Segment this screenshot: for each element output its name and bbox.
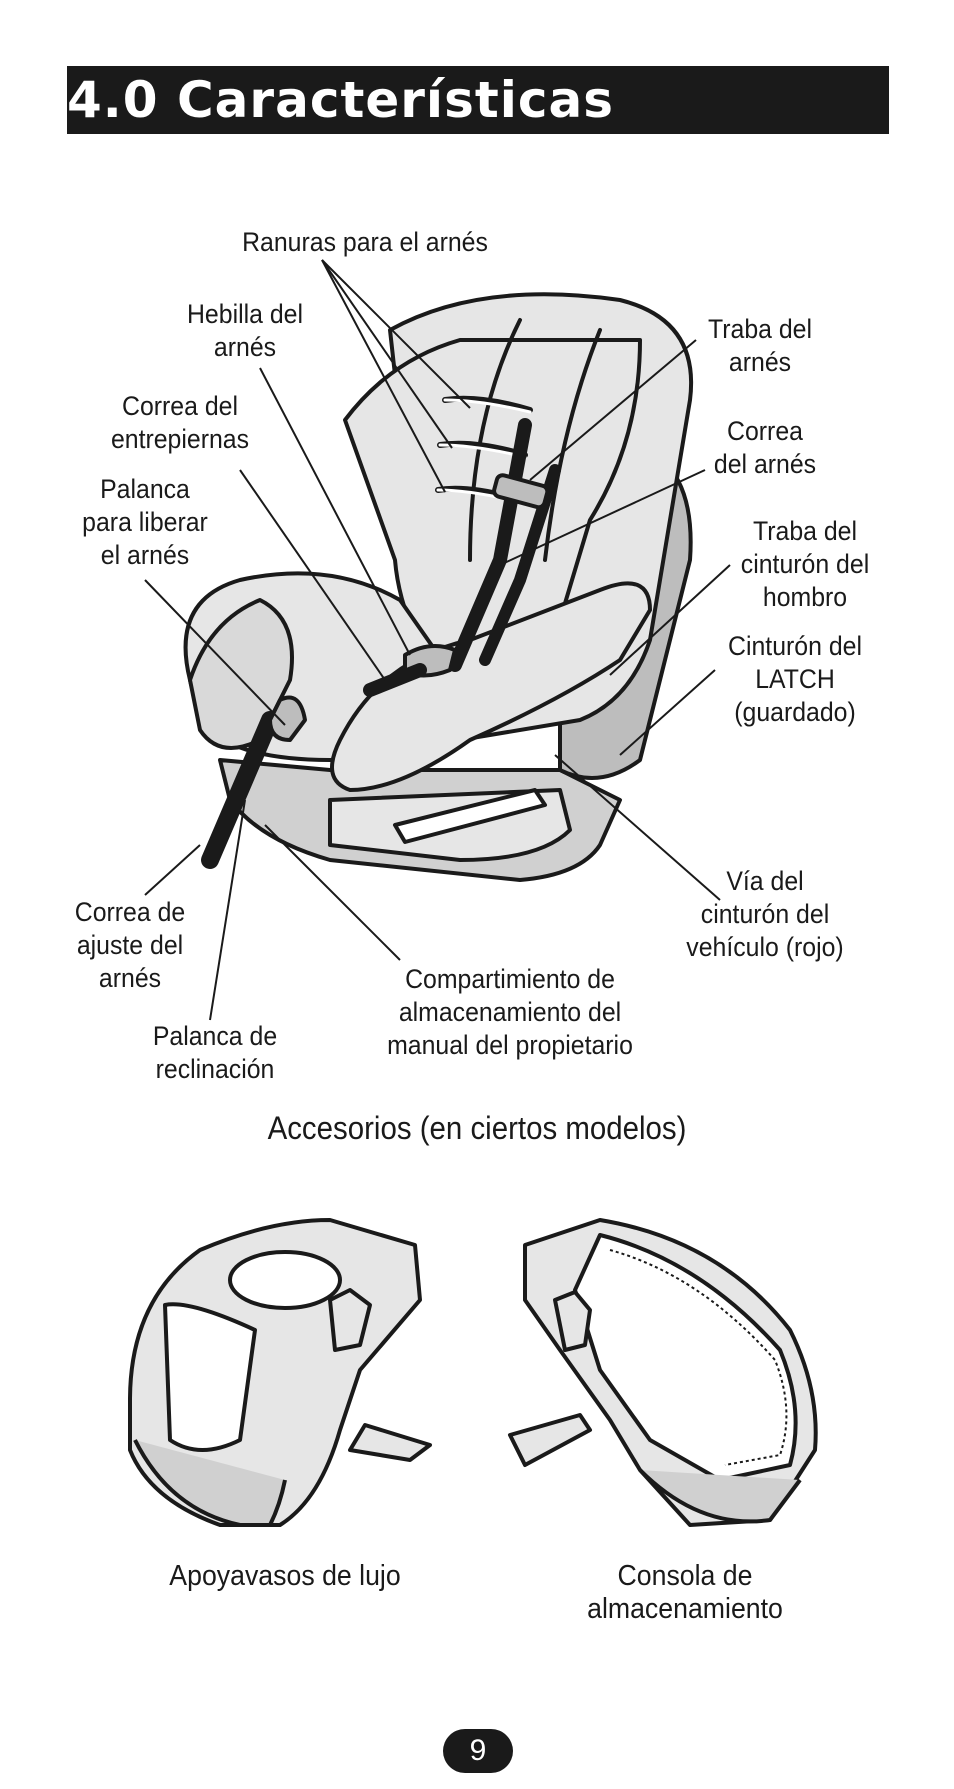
- label-harness-strap: Correa del arnés: [713, 416, 817, 479]
- storage-console-caption: Consola de almacenamiento: [587, 1560, 783, 1625]
- page-number-badge: 9: [443, 1729, 513, 1773]
- label-harness-buckle: Hebilla del arnés: [186, 299, 303, 362]
- page-number-background: [443, 1729, 513, 1773]
- label-harness-release-lever: Palanca para liberar el arnés: [82, 474, 208, 570]
- label-crotch-strap: Correa del entrepiernas: [110, 391, 250, 454]
- title-bar: 4.0 Características: [67, 66, 889, 134]
- label-recline-lever: Palanca de reclinación: [152, 1021, 278, 1084]
- label-shoulder-belt-lock: Traba del cinturón del hombro: [740, 516, 870, 612]
- label-harness-adjust-strap: Correa de ajuste del arnés: [74, 897, 186, 993]
- label-latch-belt: Cinturón del LATCH (guardado): [728, 631, 862, 727]
- page-number: 9: [469, 1734, 487, 1767]
- cup-holder-caption: Apoyavasos de lujo: [169, 1560, 401, 1592]
- label-harness-slots: Ranuras para el arnés: [242, 227, 488, 257]
- label-vehicle-belt-path: Vía del cinturón del vehículo (rojo): [686, 866, 844, 962]
- label-harness-lock: Traba del arnés: [707, 314, 813, 377]
- car-seat-illustration: [144, 259, 731, 1021]
- cup-holder-illustration: [128, 1218, 818, 1527]
- accessories-heading: Accesorios (en ciertos modelos): [267, 1110, 687, 1146]
- page-title: 4.0 Características: [67, 71, 615, 129]
- label-manual-storage: Compartimiento de almacenamiento del man…: [387, 964, 633, 1060]
